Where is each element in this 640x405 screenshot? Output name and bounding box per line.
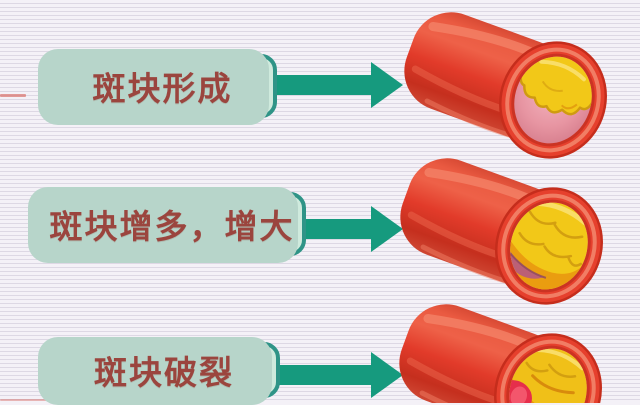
paper-texture-dash	[0, 94, 26, 97]
step-2-arrow-shaft	[302, 219, 373, 239]
artery-stage-3-ruptured-plaque-icon	[385, 286, 616, 403]
artery-stage-2-enlarged-plaque-icon	[386, 140, 617, 319]
step-1-arrow-right-icon	[371, 62, 403, 108]
step-2-arrow-right-icon	[371, 206, 403, 252]
artery-stage-1-early-plaque-icon	[390, 0, 621, 172]
step-2-label-box: 斑块增多，增大	[28, 187, 306, 263]
step-3-label: 斑块破裂	[94, 353, 234, 392]
step-3-arrow-shaft	[277, 365, 373, 385]
step-1-arrow-shaft	[274, 75, 373, 95]
step-1-label-box: 斑块形成	[38, 49, 277, 125]
step-1-label: 斑块形成	[92, 69, 233, 108]
step-3-label-box: 斑块破裂	[38, 337, 280, 405]
step-3-arrow-right-icon	[371, 352, 403, 398]
step-2-label: 斑块增多，增大	[49, 207, 295, 246]
